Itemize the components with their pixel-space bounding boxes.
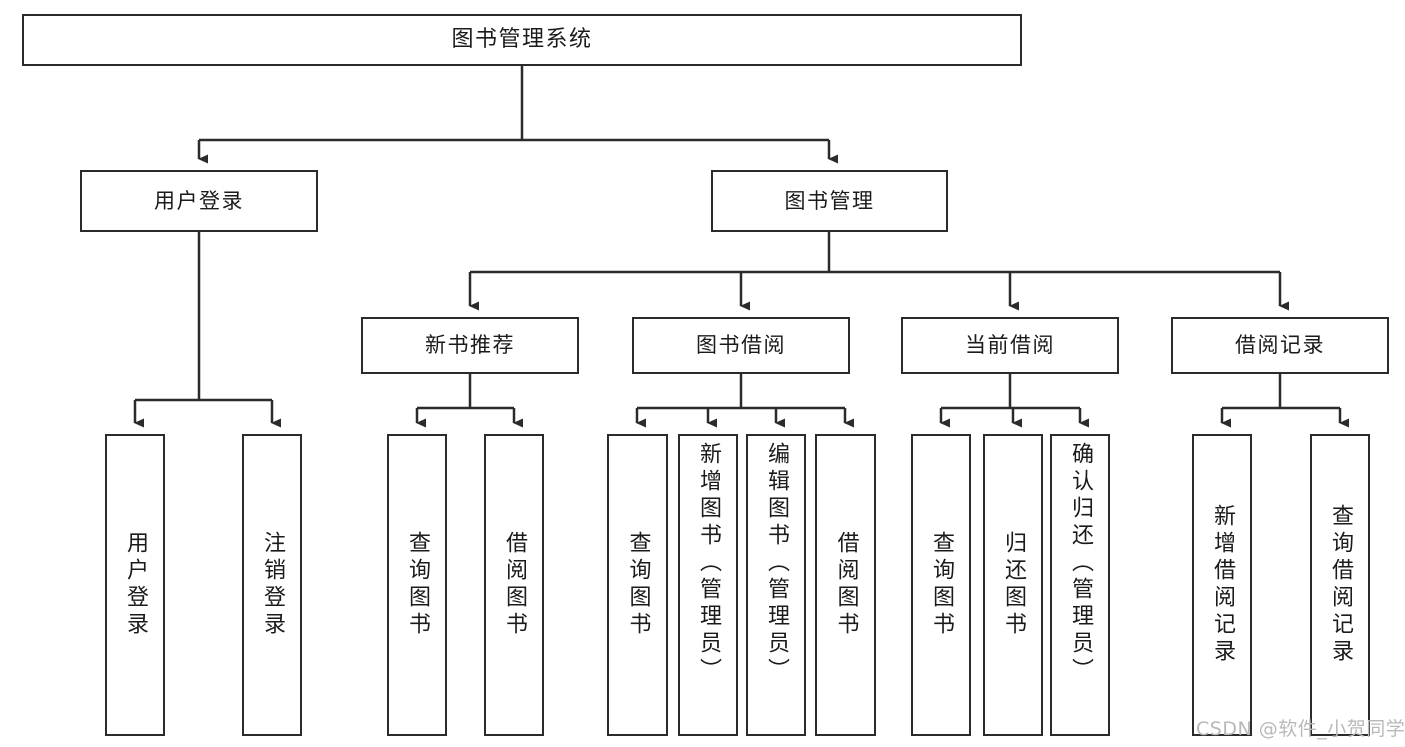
- node-leaf-query-book-1-label: 查询图书: [405, 531, 430, 639]
- node-current-borrow[interactable]: 当前借阅: [901, 317, 1119, 374]
- node-user-login[interactable]: 用户登录: [80, 170, 318, 232]
- node-new-book-recommend-label: 新书推荐: [425, 333, 515, 357]
- csdn-watermark: CSDN @软件_小贺同学: [1196, 718, 1405, 740]
- node-book-borrow[interactable]: 图书借阅: [632, 317, 850, 374]
- node-leaf-add-book[interactable]: 新增图书（管理员）: [678, 434, 738, 736]
- node-leaf-query-record[interactable]: 查询借阅记录: [1310, 434, 1370, 736]
- node-borrow-record-label: 借阅记录: [1235, 333, 1325, 357]
- node-leaf-borrow-book-1-label: 借阅图书: [502, 531, 527, 639]
- node-leaf-user-login-label: 用户登录: [123, 531, 148, 639]
- node-new-book-recommend[interactable]: 新书推荐: [361, 317, 579, 374]
- node-leaf-return-book[interactable]: 归还图书: [983, 434, 1043, 736]
- node-root-system-label: 图书管理系统: [451, 27, 593, 52]
- node-leaf-confirm-return[interactable]: 确认归还（管理员）: [1050, 434, 1110, 736]
- node-leaf-query-book-2-label: 查询图书: [625, 531, 651, 639]
- node-leaf-borrow-book-2[interactable]: 借阅图书: [815, 434, 876, 736]
- node-leaf-query-book-3[interactable]: 查询图书: [911, 434, 971, 736]
- node-current-borrow-label: 当前借阅: [965, 333, 1055, 357]
- node-leaf-add-record-label: 新增借阅记录: [1210, 504, 1235, 666]
- node-leaf-user-login[interactable]: 用户登录: [105, 434, 165, 736]
- node-leaf-logout[interactable]: 注销登录: [242, 434, 302, 736]
- node-leaf-query-book-2[interactable]: 查询图书: [607, 434, 668, 736]
- node-leaf-edit-book-label: 编辑图书（管理员）: [764, 442, 789, 685]
- node-leaf-query-book-3-label: 查询图书: [929, 531, 954, 639]
- node-leaf-query-record-label: 查询借阅记录: [1328, 504, 1353, 666]
- node-leaf-borrow-book-2-label: 借阅图书: [833, 531, 859, 639]
- node-book-manage[interactable]: 图书管理: [711, 170, 948, 232]
- node-leaf-return-book-label: 归还图书: [1001, 531, 1026, 639]
- node-leaf-confirm-return-label: 确认归还（管理员）: [1068, 442, 1093, 685]
- node-borrow-record[interactable]: 借阅记录: [1171, 317, 1389, 374]
- node-root-system[interactable]: 图书管理系统: [22, 14, 1022, 66]
- node-book-manage-label: 图书管理: [784, 188, 875, 213]
- node-book-borrow-label: 图书借阅: [696, 333, 786, 357]
- node-leaf-logout-label: 注销登录: [260, 531, 285, 639]
- node-leaf-query-book-1[interactable]: 查询图书: [387, 434, 447, 736]
- node-user-login-label: 用户登录: [154, 188, 244, 213]
- node-leaf-edit-book[interactable]: 编辑图书（管理员）: [746, 434, 806, 736]
- node-leaf-add-book-label: 新增图书（管理员）: [696, 442, 721, 685]
- node-leaf-add-record[interactable]: 新增借阅记录: [1192, 434, 1252, 736]
- node-leaf-borrow-book-1[interactable]: 借阅图书: [484, 434, 544, 736]
